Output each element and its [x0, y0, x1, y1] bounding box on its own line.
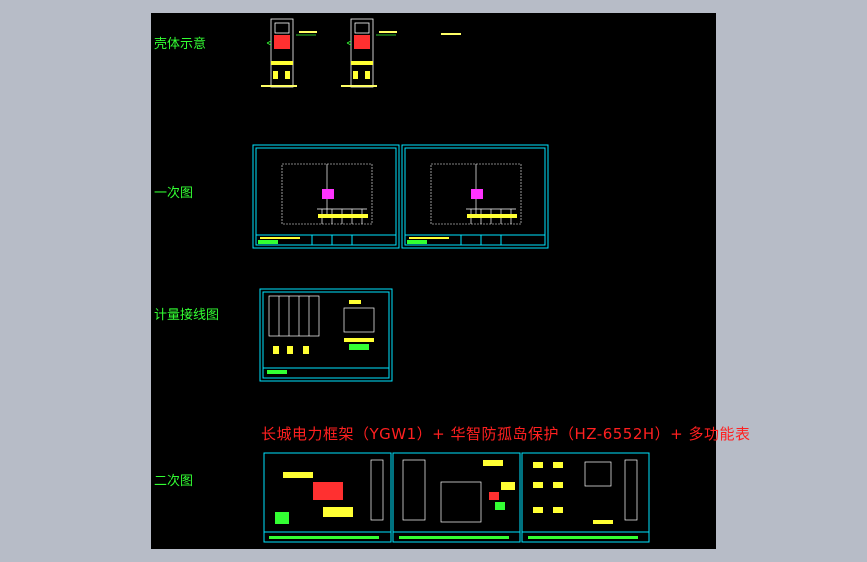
secondary-diagram-sheets: [263, 452, 650, 543]
label-primary: 一次图: [154, 186, 194, 201]
metering-wiring-sheet: [259, 288, 393, 382]
label-secondary: 二次图: [154, 474, 194, 489]
label-metering: 计量接线图: [154, 308, 220, 323]
housing-sketch: [261, 18, 461, 88]
primary-diagram-sheets: [252, 144, 549, 249]
label-housing: 壳体示意: [154, 37, 207, 52]
drawing-title: 长城电力框架（YGW1）+ 华智防孤岛保护（HZ-6552H）+ 多功能表: [261, 425, 751, 443]
cad-drawing-canvas[interactable]: 壳体示意 一次图 计量接线图 二次图 长城电力框架（YGW1）+ 华智防孤岛保护…: [151, 13, 750, 549]
